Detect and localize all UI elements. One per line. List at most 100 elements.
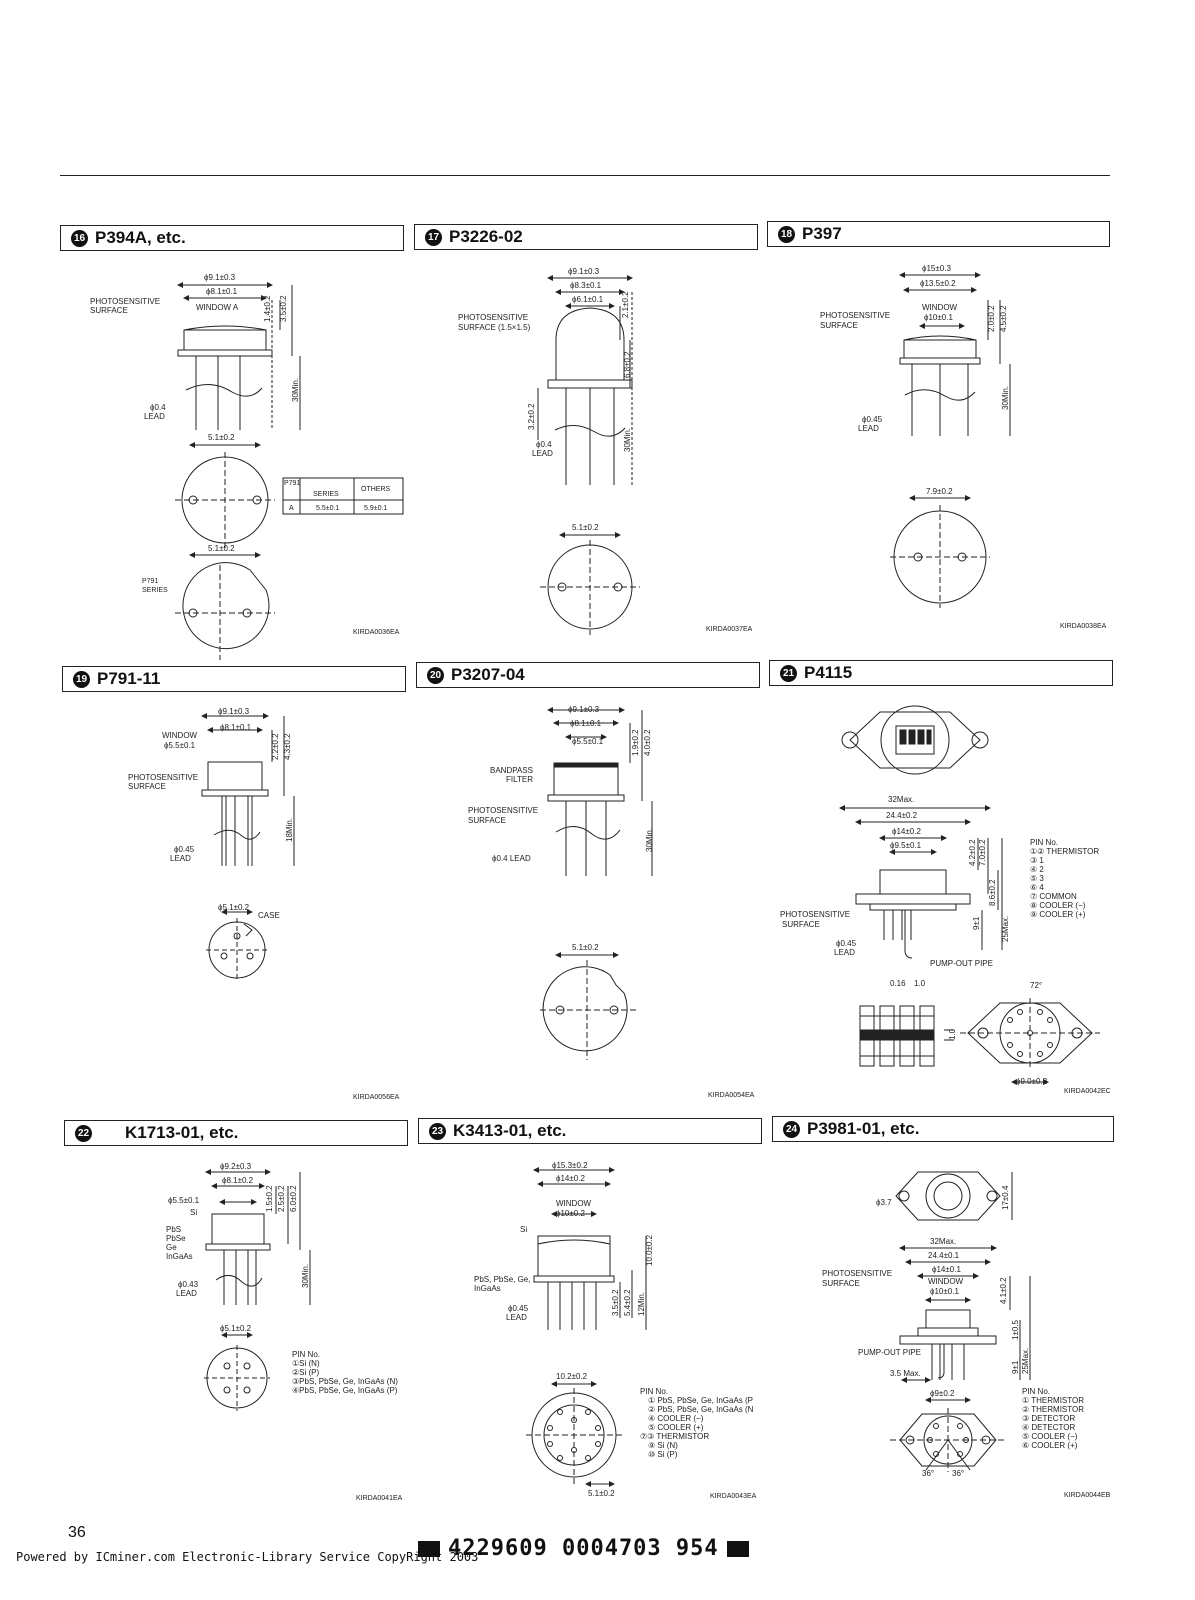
photosensitive-label: PHOTOSENSITIVE [90, 297, 160, 306]
drawing-code: KIRDA0042EC [1064, 1088, 1111, 1095]
dim-label: ϕ9.1±0.3 [204, 273, 236, 282]
drawing-code: KIRDA0056EA [353, 1094, 400, 1101]
dim-label: ϕ14±0.2 [556, 1174, 585, 1183]
photosensitive-label: PHOTOSENSITIVE [780, 910, 850, 919]
pin-list-item: ⑥ COOLER (+) [1022, 1441, 1078, 1450]
barcode-block-icon [418, 1541, 440, 1557]
table-cell: 5.9±0.1 [364, 505, 387, 512]
dim-label: 9±1 [972, 916, 981, 930]
surface-label: SURFACE [820, 321, 858, 330]
photosensitive-label: PHOTOSENSITIVE [820, 311, 890, 320]
table-cell: A [289, 505, 294, 512]
panel-number: 17 [425, 229, 442, 246]
dim-label: 4.0±0.2 [643, 729, 652, 756]
dim-label: ϕ10±0.1 [924, 313, 953, 322]
photosensitive-label: PHOTOSENSITIVE [128, 773, 198, 782]
table-cell: 5.5±0.1 [316, 505, 339, 512]
barcode-strip: 4229609 0004703 954 [410, 1536, 757, 1561]
dim-label: ϕ8.1±0.1 [206, 287, 238, 296]
dim-label: 3.5 Max. [890, 1369, 921, 1378]
table-header: OTHERS [361, 486, 391, 493]
dim-label: 25Max. [1001, 916, 1010, 942]
package-drawing-16 [175, 282, 404, 660]
material-label: InGaAs [166, 1252, 193, 1261]
lead-diameter-label: ϕ0.45 [862, 415, 883, 424]
pin-list-item: ②Si (P) [292, 1368, 320, 1377]
surface-label: SURFACE [822, 1279, 860, 1288]
photosensitive-label: PHOTOSENSITIVE [822, 1269, 892, 1278]
dim-label: 25Max. [1021, 1348, 1030, 1374]
panel-number: 22 [75, 1125, 92, 1142]
series-label: P791 [142, 578, 158, 585]
filter-label: BANDPASS [490, 766, 533, 775]
material-label: PbSe [166, 1234, 186, 1243]
pin-list-item: ⑨ COOLER (+) [1030, 910, 1086, 919]
dim-label: ϕ8.1±0.1 [220, 723, 252, 732]
filter-label: FILTER [506, 775, 533, 784]
pin-list-item: ③ DETECTOR [1022, 1414, 1075, 1423]
material-label: InGaAs [474, 1284, 501, 1293]
dim-label: ϕ5.5±0.1 [164, 741, 196, 750]
pin-list-item: ③ 1 [1030, 856, 1044, 865]
dim-label: 6.8±0.2 [623, 351, 632, 378]
lead-length-label: 30Min. [1001, 386, 1010, 410]
dim-label: ϕ8.1±0.1 [570, 719, 602, 728]
pin-list-item: PIN No. [640, 1387, 668, 1396]
dim-label: ϕ8.3±0.1 [570, 281, 602, 290]
drawing-code: KIRDA0038EA [1060, 623, 1107, 630]
dim-label: 2.5±0.2 [277, 1185, 286, 1212]
panel-title: K1713-01, etc. [125, 1123, 239, 1142]
dim-label: 1.0 [914, 979, 926, 988]
material-label: PbS [166, 1225, 181, 1234]
pin-list-item: ⑤ COOLER (+) [648, 1423, 704, 1432]
pin-list-item: ④ COOLER (−) [648, 1414, 704, 1423]
pin-list-item: ⑧ COOLER (−) [1030, 901, 1086, 910]
dim-label: ϕ9.5±0.1 [890, 841, 922, 850]
panel-title: P791-11 [97, 669, 161, 688]
dim-label: ϕ9.1±0.3 [218, 707, 250, 716]
dim-label: 4.2±0.2 [968, 839, 977, 866]
pin-list-item: ④ 2 [1030, 865, 1044, 874]
lead-label: LEAD [506, 1313, 527, 1322]
package-drawing-24 [890, 1171, 1031, 1472]
dim-label: 1.4±0.2 [263, 295, 272, 322]
lead-length-label: 30Min. [645, 828, 654, 852]
package-drawing-21 [839, 705, 1100, 1085]
lead-length-label: 30Min. [291, 378, 300, 402]
dim-label: ϕ10±0.2 [556, 1209, 585, 1218]
pin-list-item: PIN No. [1030, 838, 1058, 847]
pin-list-item: ⑩ Si (P) [648, 1450, 678, 1459]
dim-label: ϕ13.5±0.2 [920, 279, 956, 288]
lead-length-label: 18Min. [285, 818, 294, 842]
panel-title: P3981-01, etc. [807, 1119, 920, 1138]
panel-header-24: 24 P3981-01, etc. [772, 1116, 1114, 1142]
panel-title: P394A, etc. [95, 228, 186, 247]
pin-list-item: ⑤ 3 [1030, 874, 1044, 883]
package-drawing-19 [201, 713, 295, 982]
dim-label: ϕ9±0.2 [930, 1389, 955, 1398]
lead-label: LEAD [834, 948, 855, 957]
lead-label: LEAD [532, 449, 553, 458]
pin-list-item: ⑥ 4 [1030, 883, 1044, 892]
series-label: SERIES [142, 587, 168, 594]
dim-label: 24.4±0.2 [886, 811, 918, 820]
panel-number: 24 [783, 1121, 800, 1138]
lead-length-label: 30Min. [301, 1264, 310, 1288]
lead-label: ϕ0.4 LEAD [492, 854, 531, 863]
panel-title: K3413-01, etc. [453, 1121, 567, 1140]
material-label: Si [190, 1208, 197, 1217]
pin-list-item: ② PbS, PbSe, Ge, InGaAs (N [648, 1405, 754, 1414]
dim-label: 7.9±0.2 [926, 487, 953, 496]
dim-label: ϕ5.1±0.2 [218, 903, 250, 912]
dim-label: 5.1±0.2 [588, 1489, 615, 1498]
surface-label: SURFACE [128, 782, 166, 791]
pin-list-item: PIN No. [292, 1350, 320, 1359]
photosensitive-label: PHOTOSENSITIVE [458, 313, 528, 322]
lead-diameter-label: ϕ0.4 [536, 440, 552, 449]
dim-label: 5.1±0.2 [208, 544, 235, 553]
case-label: CASE [258, 911, 280, 920]
